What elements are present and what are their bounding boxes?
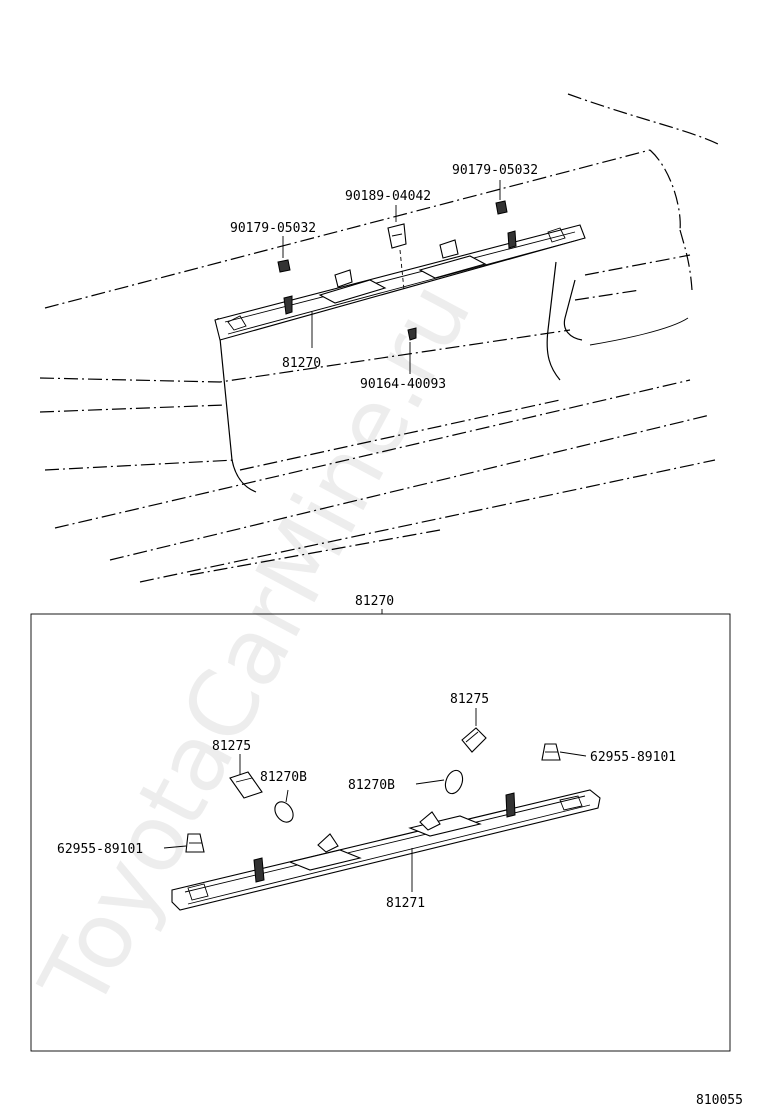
leader-lines-detail [163,708,587,892]
figure-number: 810055 [696,1093,743,1108]
label-part-81270b-left: 81270B [260,770,307,785]
garnish-81271 [171,789,601,911]
label-part-81270-overview: 81270 [282,356,321,371]
label-part-90179-05032-left: 90179-05032 [230,221,316,236]
label-part-62955-89101-left: 62955-89101 [57,842,143,857]
label-part-90164-40093: 90164-40093 [360,377,446,392]
fastener-clip-top [387,223,407,249]
label-part-81270b-right: 81270B [348,778,395,793]
bulb-81270b-right [444,769,464,795]
label-part-81271: 81271 [386,896,425,911]
fastener-nut-left [277,259,291,273]
fastener-nut-right [495,200,508,215]
clip-62955-89101-left [185,833,205,853]
label-part-81275-right: 81275 [450,692,489,707]
socket-81275-left [229,771,263,799]
fastener-screw-bottom [407,327,417,341]
label-part-62955-89101-right: 62955-89101 [590,750,676,765]
detail-box-title: 81270 [355,594,394,609]
vehicle-rear-outline [39,93,721,583]
bulb-81270b-left [274,801,294,823]
leader-lines-overview [282,180,501,374]
socket-81275-right [461,727,487,753]
garnish-assembly-overview [214,224,586,341]
label-part-90189-04042: 90189-04042 [345,189,431,204]
label-part-90179-05032-right: 90179-05032 [452,163,538,178]
label-part-81275-left: 81275 [212,739,251,754]
detail-box-frame [30,613,731,1052]
clip-62955-89101-right [541,743,561,761]
